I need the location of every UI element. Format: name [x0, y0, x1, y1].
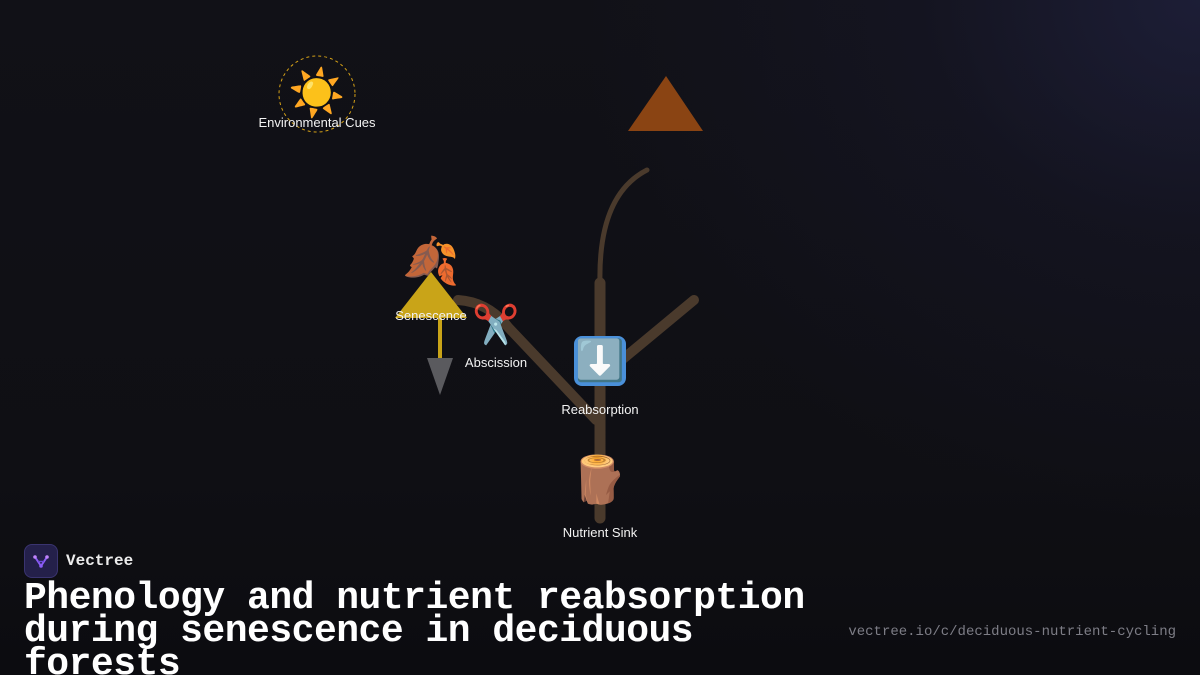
node-environmental-cues[interactable]: ☀️ Environmental Cues [258, 55, 376, 133]
environmental-cues-label: Environmental Cues [258, 115, 376, 130]
down-arrow-icon: ⬇️ [575, 337, 625, 384]
brand-name: Vectree [66, 552, 134, 570]
node-abscission[interactable]: ✂️ Abscission [465, 302, 527, 371]
senescence-triangle [395, 272, 467, 318]
senescence-marker [395, 272, 467, 395]
brand[interactable]: Vectree [24, 544, 133, 578]
fallen-leaf-icon: 🍂 [402, 234, 459, 288]
left-branch [453, 295, 601, 425]
abscission-label: Abscission [465, 355, 527, 370]
upper-curved-branch [597, 167, 650, 286]
brand-logo-glyph [33, 555, 49, 568]
node-senescence[interactable]: 🍂 Senescence [395, 234, 467, 324]
node-reabsorption[interactable]: ⬇️ Reabsorption [561, 336, 639, 417]
scissors-icon: ✂️ [472, 302, 519, 347]
page-title: Phenology and nutrient reabsorption duri… [24, 577, 805, 675]
sun-icon: ☀️ [288, 65, 345, 121]
fall-arrow-head [427, 358, 453, 395]
canopy-triangle [628, 76, 703, 131]
node-nutrient-sink[interactable]: 🪵 Nutrient Sink [563, 453, 638, 541]
wood-log-icon: 🪵 [570, 453, 627, 507]
sun-ring [278, 55, 356, 133]
nutrient-sink-label: Nutrient Sink [563, 525, 638, 540]
reabsorption-icon-tile [574, 336, 626, 386]
source-url[interactable]: vectree.io/c/deciduous-nutrient-cycling [848, 624, 1176, 640]
senescence-label: Senescence [395, 308, 467, 323]
tree-network-icon [24, 544, 58, 578]
reabsorption-label: Reabsorption [561, 402, 638, 417]
